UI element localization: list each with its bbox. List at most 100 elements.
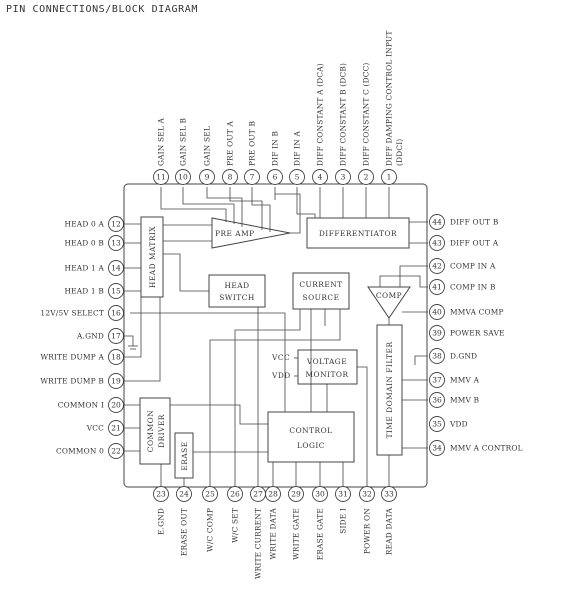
pin-23-circle <box>153 486 169 502</box>
control-logic-label-2: LOGIC <box>297 441 325 450</box>
voltage-monitor-label-2: MONITOR <box>305 370 348 379</box>
pin-25-label: W/C COMP <box>206 508 215 552</box>
pin-13-circle <box>108 235 124 251</box>
pin-34-circle <box>429 440 445 456</box>
pin-1-label: DIFF DAMPING CONTROL INPUT <box>385 31 394 166</box>
internal-wiring <box>123 187 428 488</box>
pin-19-label: WRITE DUMP B <box>40 377 104 386</box>
pin-22-circle <box>108 443 124 459</box>
pin-28-number: 28 <box>268 490 278 499</box>
pin-23-label: E.GND <box>157 508 166 535</box>
pin-1-label-2: (DDCI) <box>395 139 404 166</box>
current-source-label-1: CURRENT <box>299 280 342 289</box>
head-switch-label-2: SWITCH <box>219 293 255 302</box>
pin-30-number: 30 <box>315 490 325 499</box>
pin-35-label: VDD <box>449 420 468 429</box>
pin-2-circle <box>358 169 374 185</box>
pin-22-number: 22 <box>111 447 121 456</box>
pin-30-label: ERASE GATE <box>316 508 325 560</box>
pin-24-label: ERASE OUT <box>180 508 189 556</box>
pin-2-label: DIFF CONSTANT C (DCC) <box>362 62 371 166</box>
pin-31-label: SIDE I <box>339 508 348 534</box>
current-source-block <box>292 272 350 310</box>
pin-36-circle <box>429 392 445 408</box>
pin-37-number: 37 <box>432 376 442 385</box>
pin-9-label: GAIN SEL <box>203 126 212 166</box>
pin-8-number: 8 <box>228 173 233 182</box>
pin-33-number: 33 <box>384 490 394 499</box>
pre-amp-label: PRE AMP <box>215 229 255 238</box>
pin-11-circle <box>153 169 169 185</box>
head-matrix-block <box>140 216 164 298</box>
pin-5-number: 5 <box>295 173 300 182</box>
pin-25-number: 25 <box>205 490 215 499</box>
pin-11-label: GAIN SEL A <box>157 118 166 166</box>
pin-26-circle <box>227 486 243 502</box>
pin-44-number: 44 <box>432 218 442 227</box>
differentiator-block <box>306 217 410 249</box>
pin-36-number: 36 <box>432 396 442 405</box>
vdd-label: VDD <box>271 371 291 380</box>
current-source-label-2: SOURCE <box>303 293 340 302</box>
pin-33-circle <box>381 486 397 502</box>
comp-label: COMP <box>376 291 402 300</box>
pin-34-number: 34 <box>432 444 442 453</box>
pin-35-circle <box>429 416 445 432</box>
pin-36-label: MMV B <box>450 396 479 405</box>
common-driver-label-2: DRIVER <box>157 414 166 448</box>
pin-15-label: HEAD 1 B <box>64 287 104 296</box>
common-driver-block <box>139 397 171 465</box>
pin-6-circle <box>267 169 283 185</box>
pin-22-label: COMMON 0 <box>56 447 104 456</box>
pin-12-label: HEAD 0 A <box>65 220 105 229</box>
pin-1-number: 1 <box>387 173 392 182</box>
pin-26-label: W/C SET <box>231 508 240 543</box>
pin-30-circle <box>312 486 328 502</box>
pin-29-number: 29 <box>291 490 301 499</box>
time-domain-filter-label: TIME DOMAIN FILTER <box>385 341 394 438</box>
pin-7-label: PRE OUT B <box>248 121 257 166</box>
pin-2-number: 2 <box>364 173 369 182</box>
pin-15-circle <box>108 283 124 299</box>
pin-12-circle <box>108 216 124 232</box>
common-driver-label-1: COMMON <box>146 410 155 452</box>
pin-15-number: 15 <box>111 287 121 296</box>
pin-41-label: COMP IN B <box>450 283 496 292</box>
diagram-title: PIN CONNECTIONS/BLOCK DIAGRAM <box>6 4 198 15</box>
pin-17-label: A.GND <box>76 332 104 341</box>
pin-42-label: COMP IN A <box>450 262 496 271</box>
pin-8-circle <box>222 169 238 185</box>
pin-27-label: WRITE CURRENT <box>254 508 263 579</box>
pin-18-number: 18 <box>111 353 121 362</box>
pin-41-number: 41 <box>432 283 442 292</box>
pin-44-label: DIFF OUT B <box>450 218 498 227</box>
pin-29-label: WRITE GATE <box>292 508 301 560</box>
pin-3-number: 3 <box>341 173 346 182</box>
pin-13-number: 13 <box>111 239 121 248</box>
pin-25-circle <box>202 486 218 502</box>
pin-14-circle <box>108 260 124 276</box>
pin-32-label: POWER ON <box>363 508 372 554</box>
pin-9-circle <box>199 169 215 185</box>
pin-5-label: DIF IN A <box>293 131 302 166</box>
differentiator-label: DIFFERENTIATOR <box>319 229 397 238</box>
pin-24-number: 24 <box>179 490 189 499</box>
pin-39-number: 39 <box>432 329 442 338</box>
pin-42-circle <box>429 258 445 274</box>
pin-21-circle <box>108 420 124 436</box>
pin-20-circle <box>108 397 124 413</box>
pin-43-circle <box>429 235 445 251</box>
time-domain-filter-block <box>376 324 403 456</box>
pin-26-number: 26 <box>230 490 240 499</box>
pin-17-circle <box>108 328 124 344</box>
pin-8-label: PRE OUT A <box>226 121 235 166</box>
pin-40-circle <box>429 304 445 320</box>
pin-18-label: WRITE DUMP A <box>40 353 104 362</box>
pin-39-label: POWER SAVE <box>450 329 505 338</box>
pin-7-circle <box>244 169 260 185</box>
pin-5-circle <box>289 169 305 185</box>
pin-40-label: MMVA COMP <box>450 308 504 317</box>
pin-10-circle <box>175 169 191 185</box>
